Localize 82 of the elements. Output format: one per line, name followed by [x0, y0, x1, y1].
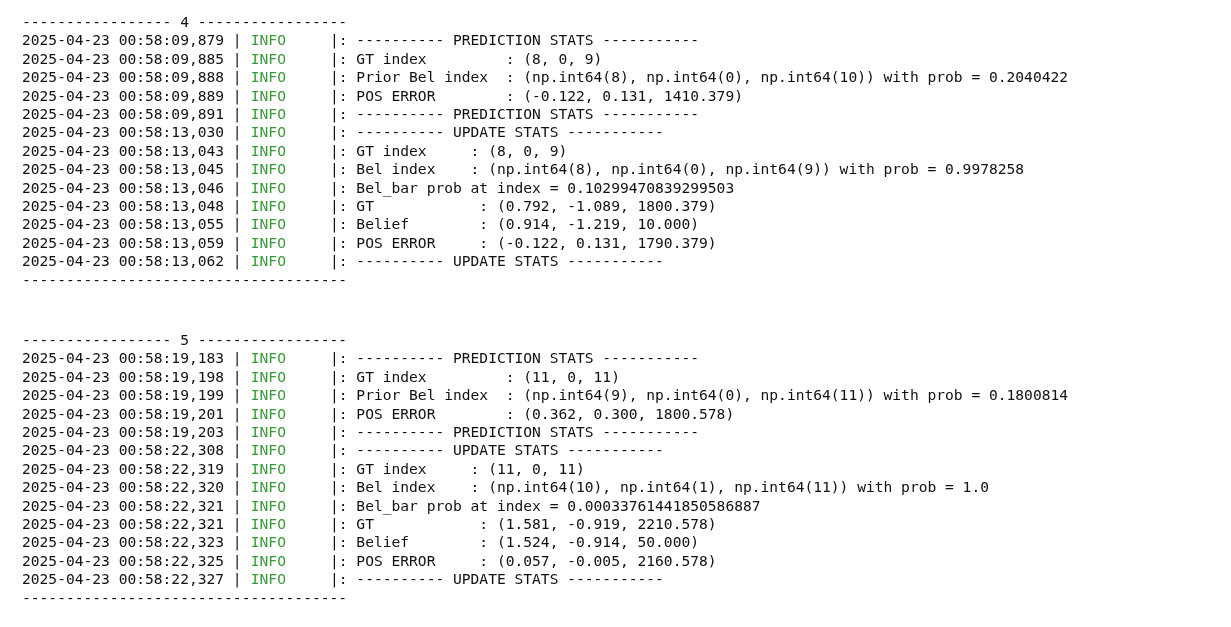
timestamp: 2025-04-23 00:58:22,308 | — [22, 441, 242, 459]
timestamp: 2025-04-23 00:58:13,055 | — [22, 215, 242, 233]
log-level: INFO — [250, 68, 286, 86]
log-level: INFO — [250, 459, 286, 477]
log-level: INFO — [250, 86, 286, 104]
log-level: INFO — [250, 178, 286, 196]
log-level: INFO — [250, 160, 286, 178]
log-message: |: POS ERROR : (-0.122, 0.131, 1790.379) — [330, 233, 717, 251]
log-level: INFO — [250, 141, 286, 159]
log-message: |: GT index : (8, 0, 9) — [330, 141, 568, 159]
timestamp: 2025-04-23 00:58:22,321 | — [22, 515, 242, 532]
log-level: INFO — [250, 31, 286, 49]
log-level: INFO — [250, 215, 286, 233]
timestamp: 2025-04-23 00:58:13,062 | — [22, 252, 242, 270]
log-message: |: GT index : (8, 0, 9) — [330, 49, 603, 67]
log-message: |: GT : (1.581, -0.919, 2210.578) — [330, 515, 717, 532]
timestamp: 2025-04-23 00:58:09,879 | — [22, 31, 242, 49]
run-separator-header: ----------------- 5 ----------------- — [22, 331, 348, 348]
log-level: INFO — [250, 570, 286, 588]
timestamp: 2025-04-23 00:58:22,327 | — [22, 570, 242, 588]
log-message: |: Bel_bar prob at index = 0.00033761441850586887 — [330, 496, 761, 514]
log-level: INFO — [250, 496, 286, 514]
log-message: |: ---------- PREDICTION STATS ----------- — [330, 105, 700, 122]
timestamp: 2025-04-23 00:58:19,201 | — [22, 404, 242, 422]
timestamp: 2025-04-23 00:58:13,030 | — [22, 123, 242, 141]
dashed-separator-text: ------------------------------------- — [22, 588, 348, 606]
log-message: |: Belief : (0.914, -1.219, 10.000) — [330, 215, 700, 233]
log-message: |: ---------- UPDATE STATS ----------- — [330, 441, 664, 459]
log-message: |: ---------- PREDICTION STATS ----------- — [330, 349, 700, 367]
log-level: INFO — [250, 105, 286, 122]
timestamp: 2025-04-23 00:58:09,891 | — [22, 105, 242, 122]
log-message: |: ---------- PREDICTION STATS ----------- — [330, 31, 700, 49]
log-message: |: POS ERROR : (0.057, -0.005, 2160.578) — [330, 551, 717, 569]
log-level: INFO — [250, 367, 286, 385]
log-level: INFO — [250, 349, 286, 367]
timestamp: 2025-04-23 00:58:22,320 | — [22, 478, 242, 496]
timestamp: 2025-04-23 00:58:13,046 | — [22, 178, 242, 196]
timestamp: 2025-04-23 00:58:13,048 | — [22, 197, 242, 214]
timestamp: 2025-04-23 00:58:09,885 | — [22, 49, 242, 67]
log-message: |: GT : (0.792, -1.089, 1800.379) — [330, 197, 717, 214]
log-message: |: ---------- UPDATE STATS ----------- — [330, 570, 664, 588]
log-message: |: Bel index : (np.int64(8), np.int64(0), np.int64(9)) with prob = 0.9978258 — [330, 160, 1025, 178]
log-message: |: ---------- PREDICTION STATS ----------- — [330, 423, 700, 440]
dashed-separator-text: ------------------------------------- — [22, 270, 348, 288]
log-message: |: Prior Bel index : (np.int64(9), np.int64(0), np.int64(11)) with prob = 0.1800814 — [330, 386, 1069, 404]
log-message: |: ---------- UPDATE STATS ----------- — [330, 123, 664, 141]
log-level: INFO — [250, 478, 286, 496]
log-level: INFO — [250, 197, 286, 214]
log-level: INFO — [250, 49, 286, 67]
log-level: INFO — [250, 533, 286, 551]
timestamp: 2025-04-23 00:58:13,045 | — [22, 160, 242, 178]
log-level: INFO — [250, 441, 286, 459]
timestamp: 2025-04-23 00:58:09,889 | — [22, 86, 242, 104]
timestamp: 2025-04-23 00:58:22,321 | — [22, 496, 242, 514]
log-message: |: Bel_bar prob at index = 0.10299470839299503 — [330, 178, 735, 196]
run-separator-header: ----------------- 4 ----------------- — [22, 13, 348, 30]
timestamp: 2025-04-23 00:58:19,183 | — [22, 349, 242, 367]
log-level: INFO — [250, 123, 286, 141]
timestamp: 2025-04-23 00:58:22,323 | — [22, 533, 242, 551]
timestamp: 2025-04-23 00:58:19,199 | — [22, 386, 242, 404]
log-message: |: GT index : (11, 0, 11) — [330, 459, 585, 477]
log-level: INFO — [250, 386, 286, 404]
timestamp: 2025-04-23 00:58:09,888 | — [22, 68, 242, 86]
log-level: INFO — [250, 551, 286, 569]
log-level: INFO — [250, 515, 286, 532]
log-level: INFO — [250, 423, 286, 440]
log-message: |: GT index : (11, 0, 11) — [330, 367, 620, 385]
log-message: |: POS ERROR : (-0.122, 0.131, 1410.379) — [330, 86, 743, 104]
timestamp: 2025-04-23 00:58:19,203 | — [22, 423, 242, 440]
log-message: |: Bel index : (np.int64(10), np.int64(1), np.int64(11)) with prob = 1.0 — [330, 478, 989, 496]
log-level: INFO — [250, 252, 286, 270]
log-message: |: Prior Bel index : (np.int64(8), np.int64(0), np.int64(10)) with prob = 0.2040422 — [330, 68, 1069, 86]
timestamp: 2025-04-23 00:58:22,319 | — [22, 459, 242, 477]
timestamp: 2025-04-23 00:58:19,198 | — [22, 367, 242, 385]
timestamp: 2025-04-23 00:58:13,059 | — [22, 233, 242, 251]
log-level: INFO — [250, 233, 286, 251]
log-message: |: POS ERROR : (0.362, 0.300, 1800.578) — [330, 404, 735, 422]
log-level: INFO — [250, 404, 286, 422]
log-message: |: ---------- UPDATE STATS ----------- — [330, 252, 664, 270]
timestamp: 2025-04-23 00:58:13,043 | — [22, 141, 242, 159]
log-message: |: Belief : (1.524, -0.914, 50.000) — [330, 533, 700, 551]
timestamp: 2025-04-23 00:58:22,325 | — [22, 551, 242, 569]
